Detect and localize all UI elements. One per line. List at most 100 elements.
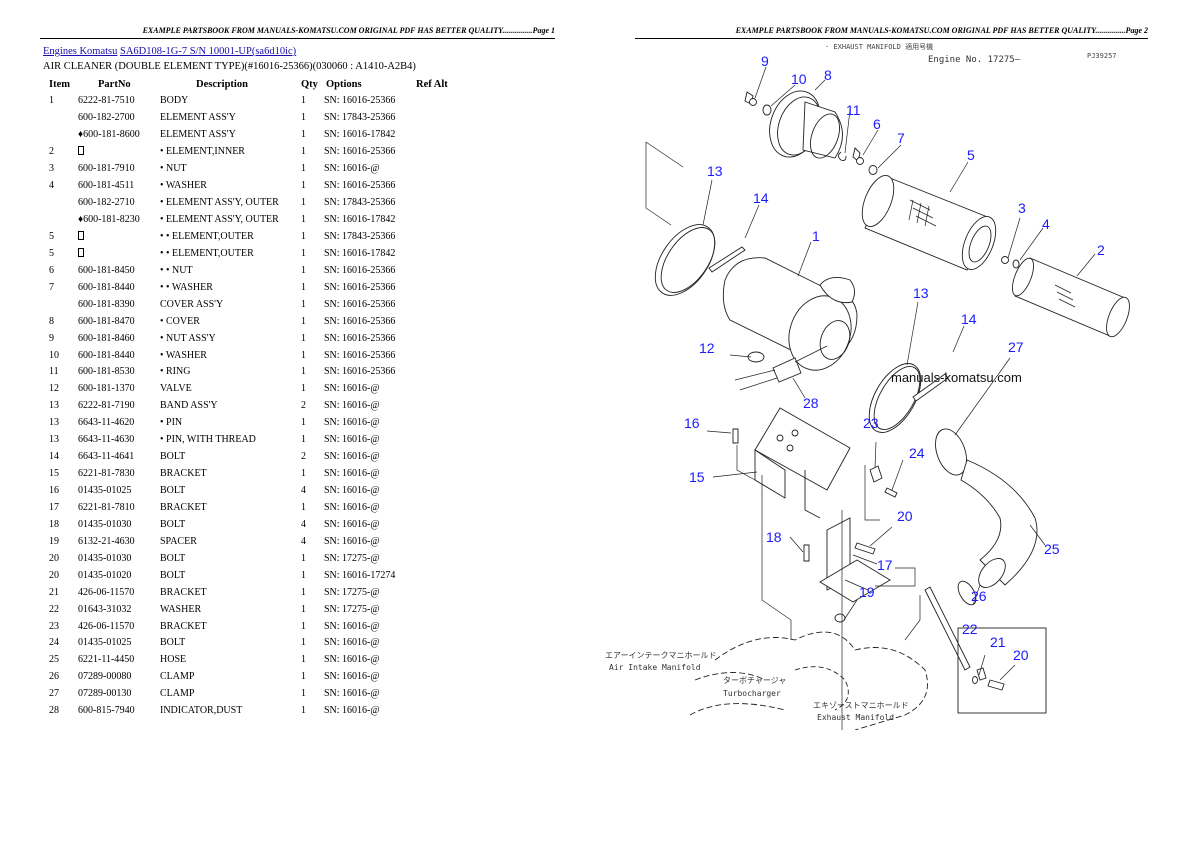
cell-ref-alt	[416, 110, 456, 127]
callout-22[interactable]: 22	[962, 621, 978, 637]
cell-qty: 1	[301, 654, 306, 666]
callout-6[interactable]: 6	[873, 116, 881, 132]
callout-21[interactable]: 21	[990, 634, 1006, 650]
cell-item: 22	[49, 603, 59, 615]
cell-options: SN: 16016-@	[324, 434, 380, 446]
cell-description: BOLT	[160, 552, 186, 564]
cell-qty: 1	[301, 247, 306, 259]
cell-ref-alt	[416, 144, 456, 161]
callout-14-left[interactable]: 14	[753, 190, 769, 206]
callout-5[interactable]: 5	[967, 147, 975, 163]
callout-9[interactable]: 9	[761, 53, 769, 69]
ring-11	[838, 151, 847, 161]
callout-27[interactable]: 27	[1008, 339, 1024, 355]
cell-options: SN: 16016-25366	[324, 264, 396, 276]
callout-4[interactable]: 4	[1042, 216, 1050, 232]
cell-description: BRACKET	[160, 468, 207, 480]
cell-description: • COVER	[160, 315, 200, 327]
callout-12[interactable]: 12	[699, 340, 715, 356]
cell-options: SN: 16016-25366	[324, 180, 396, 192]
callout-17[interactable]: 17	[877, 557, 893, 573]
cell-description: HOSE	[160, 654, 187, 666]
cell-options: SN: 16016-25366	[324, 332, 396, 344]
cell-partno: 600-181-8530	[78, 366, 135, 378]
cell-item: 19	[49, 535, 59, 547]
cell-partno: 01435-01025	[78, 637, 132, 649]
table-header-row: Item PartNo Description Qty Options Ref …	[43, 76, 456, 93]
cell-qty: 1	[301, 637, 306, 649]
cell-ref-alt	[416, 584, 456, 601]
cell-partno: 6221-81-7830	[78, 468, 135, 480]
cell-qty: 1	[301, 417, 306, 429]
cell-item	[43, 296, 78, 313]
cell-options: SN: 16016-17842	[324, 129, 396, 141]
cell-item: 8	[49, 315, 54, 327]
callout-18[interactable]: 18	[766, 529, 782, 545]
cell-partno: 600-181-1370	[78, 383, 135, 395]
cell-ref-alt	[416, 415, 456, 432]
cell-options: SN: 16016-25366	[324, 298, 396, 310]
callout-8[interactable]: 8	[824, 67, 832, 83]
callout-13-mid[interactable]: 13	[913, 285, 929, 301]
cell-description: BRACKET	[160, 501, 207, 513]
cell-item: 3	[49, 163, 54, 175]
cell-options: SN: 16016-@	[324, 688, 380, 700]
cell-qty: 1	[301, 163, 306, 175]
breadcrumb: Engines Komatsu SA6D108-1G-7 S/N 10001-U…	[43, 45, 296, 58]
callout-15[interactable]: 15	[689, 469, 705, 485]
cell-ref-alt	[416, 432, 456, 449]
cell-item: 4	[49, 180, 54, 192]
cell-options: SN: 16016-@	[324, 671, 380, 683]
callout-28[interactable]: 28	[803, 395, 819, 411]
bracket-23	[869, 465, 883, 483]
callout-24[interactable]: 24	[909, 445, 925, 461]
cell-qty: 1	[301, 197, 306, 209]
callout-20-main[interactable]: 20	[897, 508, 913, 524]
callout-26[interactable]: 26	[971, 588, 987, 604]
cell-partno	[78, 229, 160, 246]
breadcrumb-link-model[interactable]: SA6D108-1G-7 S/N 10001-UP(sa6d10ic)	[120, 46, 297, 57]
header-description: Description	[196, 79, 248, 90]
cell-partno: 600-815-7940	[78, 705, 135, 717]
callout-16[interactable]: 16	[684, 415, 700, 431]
callout-19[interactable]: 19	[859, 584, 875, 600]
callout-1[interactable]: 1	[812, 228, 820, 244]
breadcrumb-link-engines-komatsu[interactable]: Engines Komatsu	[43, 46, 118, 57]
callout-10[interactable]: 10	[791, 71, 807, 87]
callout-23[interactable]: 23	[863, 415, 879, 431]
callout-11[interactable]: 11	[846, 102, 861, 118]
cell-options: SN: 16016-25366	[324, 349, 396, 361]
cell-qty: 1	[301, 230, 306, 242]
cell-item: 11	[49, 366, 59, 378]
callout-7[interactable]: 7	[897, 130, 905, 146]
callout-14-mid[interactable]: 14	[961, 311, 977, 327]
cell-options: SN: 16016-25366	[324, 315, 396, 327]
cell-partno: 600-181-8470	[78, 315, 135, 327]
cell-options: SN: 16016-@	[324, 535, 380, 547]
washer-4	[1012, 259, 1020, 269]
cell-description: CLAMP	[160, 671, 195, 683]
cell-ref-alt	[416, 500, 456, 517]
cell-qty: 1	[301, 434, 306, 446]
cell-item	[43, 110, 78, 127]
header-ref-alt: Ref Alt	[416, 79, 448, 90]
detail-box-late-serials	[957, 627, 1047, 714]
cell-ref-alt	[416, 330, 456, 347]
callout-2[interactable]: 2	[1097, 242, 1105, 258]
cell-item: 14	[49, 451, 59, 463]
cell-description: ELEMENT ASS'Y	[160, 129, 236, 141]
callout-3[interactable]: 3	[1018, 200, 1026, 216]
cell-ref-alt	[416, 652, 456, 669]
callout-25[interactable]: 25	[1044, 541, 1060, 557]
callout-13-left[interactable]: 13	[707, 163, 723, 179]
callout-20-detail[interactable]: 20	[1013, 647, 1029, 663]
cell-item: 2	[49, 146, 54, 158]
